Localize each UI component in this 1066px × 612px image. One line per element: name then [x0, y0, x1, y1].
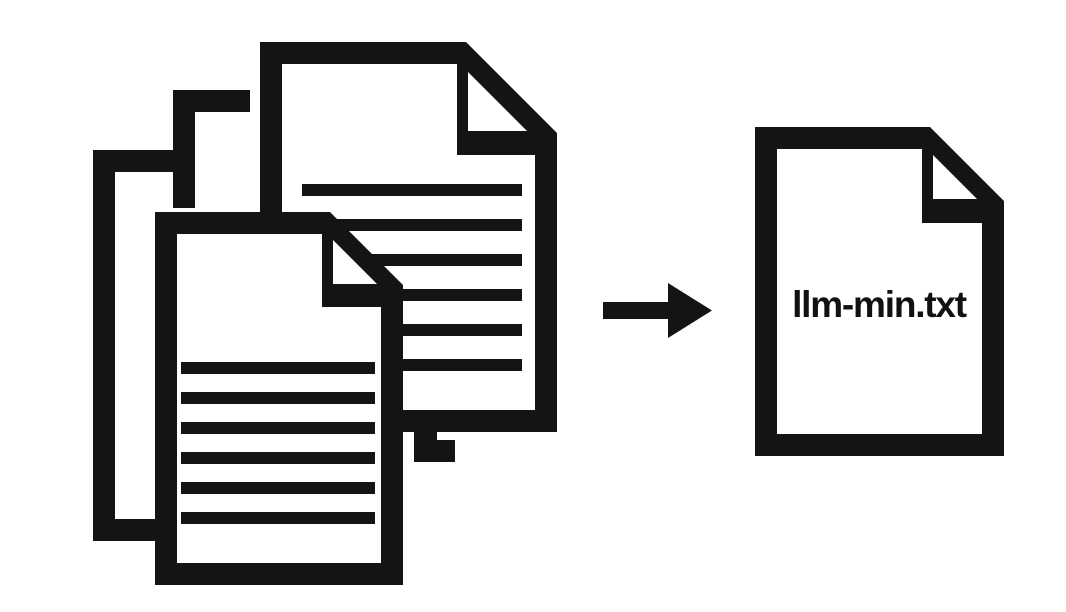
front-document-text-lines — [181, 362, 375, 524]
output-document: llm-min.txt — [755, 127, 1004, 456]
output-filename-label: llm-min.txt — [792, 284, 967, 325]
document-outline-back-1 — [93, 150, 178, 541]
source-document-front — [155, 212, 403, 585]
transform-arrow — [603, 283, 712, 338]
